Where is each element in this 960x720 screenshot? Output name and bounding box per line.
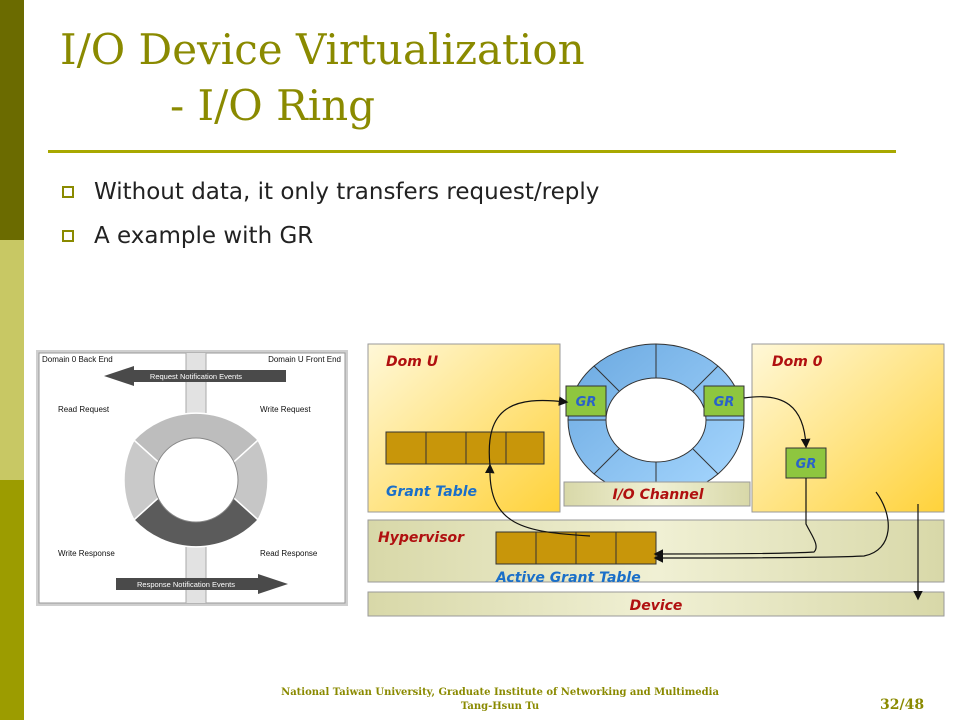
page-number: 32/48 [880,697,925,713]
gr-box-dom0 [785,447,827,479]
gr-box-left [565,385,607,417]
sidebar-band-bottom [0,480,24,720]
device-label: Device [630,598,683,614]
bullet-text: Without data, it only transfers request/… [94,179,600,205]
active-grant-table [495,531,657,565]
read-response-label: Read Response [260,549,318,558]
hypervisor-label: Hypervisor [378,530,465,546]
dom-u-label: Dom U [386,354,439,370]
device-box [367,591,945,617]
request-arrow-icon [104,366,286,386]
active-grant-table-label: Active Grant Table [495,570,641,586]
io-channel-label: I/O Channel [612,487,703,503]
domainu-label: Domain U Front End [268,355,341,364]
title-line-2: - I/O Ring [170,81,376,130]
bullet-list: Without data, it only transfers request/… [62,170,599,258]
flow-arrows [484,396,923,601]
dom-0-box [751,343,945,513]
io-channel-bar [563,481,751,507]
title-line-1: I/O Device Virtualization [60,25,585,74]
io-ring-figure: Domain 0 Back End Domain U Front End Req… [36,350,348,606]
footer-institution: National Taiwan University, Graduate Ins… [281,687,719,698]
footer: National Taiwan University, Graduate Ins… [220,686,780,714]
io-channel-ring [567,343,745,497]
bullet-text: A example with GR [94,223,314,249]
request-events-label: Request Notification Events [150,372,242,381]
square-bullet-icon [62,230,74,242]
gr-label-left: GR [576,395,597,410]
xen-io-diagram: Dom U Grant Table Dom 0 I/O Channel GR G… [367,343,945,617]
ring-segments [123,412,269,548]
grant-table [385,431,545,465]
sidebar-band-middle [0,240,24,480]
square-bullet-icon [62,186,74,198]
sidebar-decoration [0,0,24,720]
dom-0-label: Dom 0 [772,354,823,370]
domain0-label: Domain 0 Back End [42,355,113,364]
sidebar-band-top [0,0,24,240]
response-arrow-icon [116,574,288,594]
write-response-label: Write Response [58,549,115,558]
gr-label-dom0: GR [796,457,817,472]
grant-table-label: Grant Table [386,484,477,500]
bullet-item: A example with GR [62,214,599,258]
response-events-label: Response Notification Events [137,580,235,589]
footer-author: Tang-Hsun Tu [460,701,540,712]
dom-u-box [367,343,561,513]
write-request-label: Write Request [260,405,311,414]
bullet-item: Without data, it only transfers request/… [62,170,599,214]
slide-title: I/O Device Virtualization - I/O Ring [60,22,585,134]
read-request-label: Read Request [58,405,110,414]
gr-box-right [703,385,745,417]
gr-label-right: GR [714,395,735,410]
title-underline [48,150,896,153]
